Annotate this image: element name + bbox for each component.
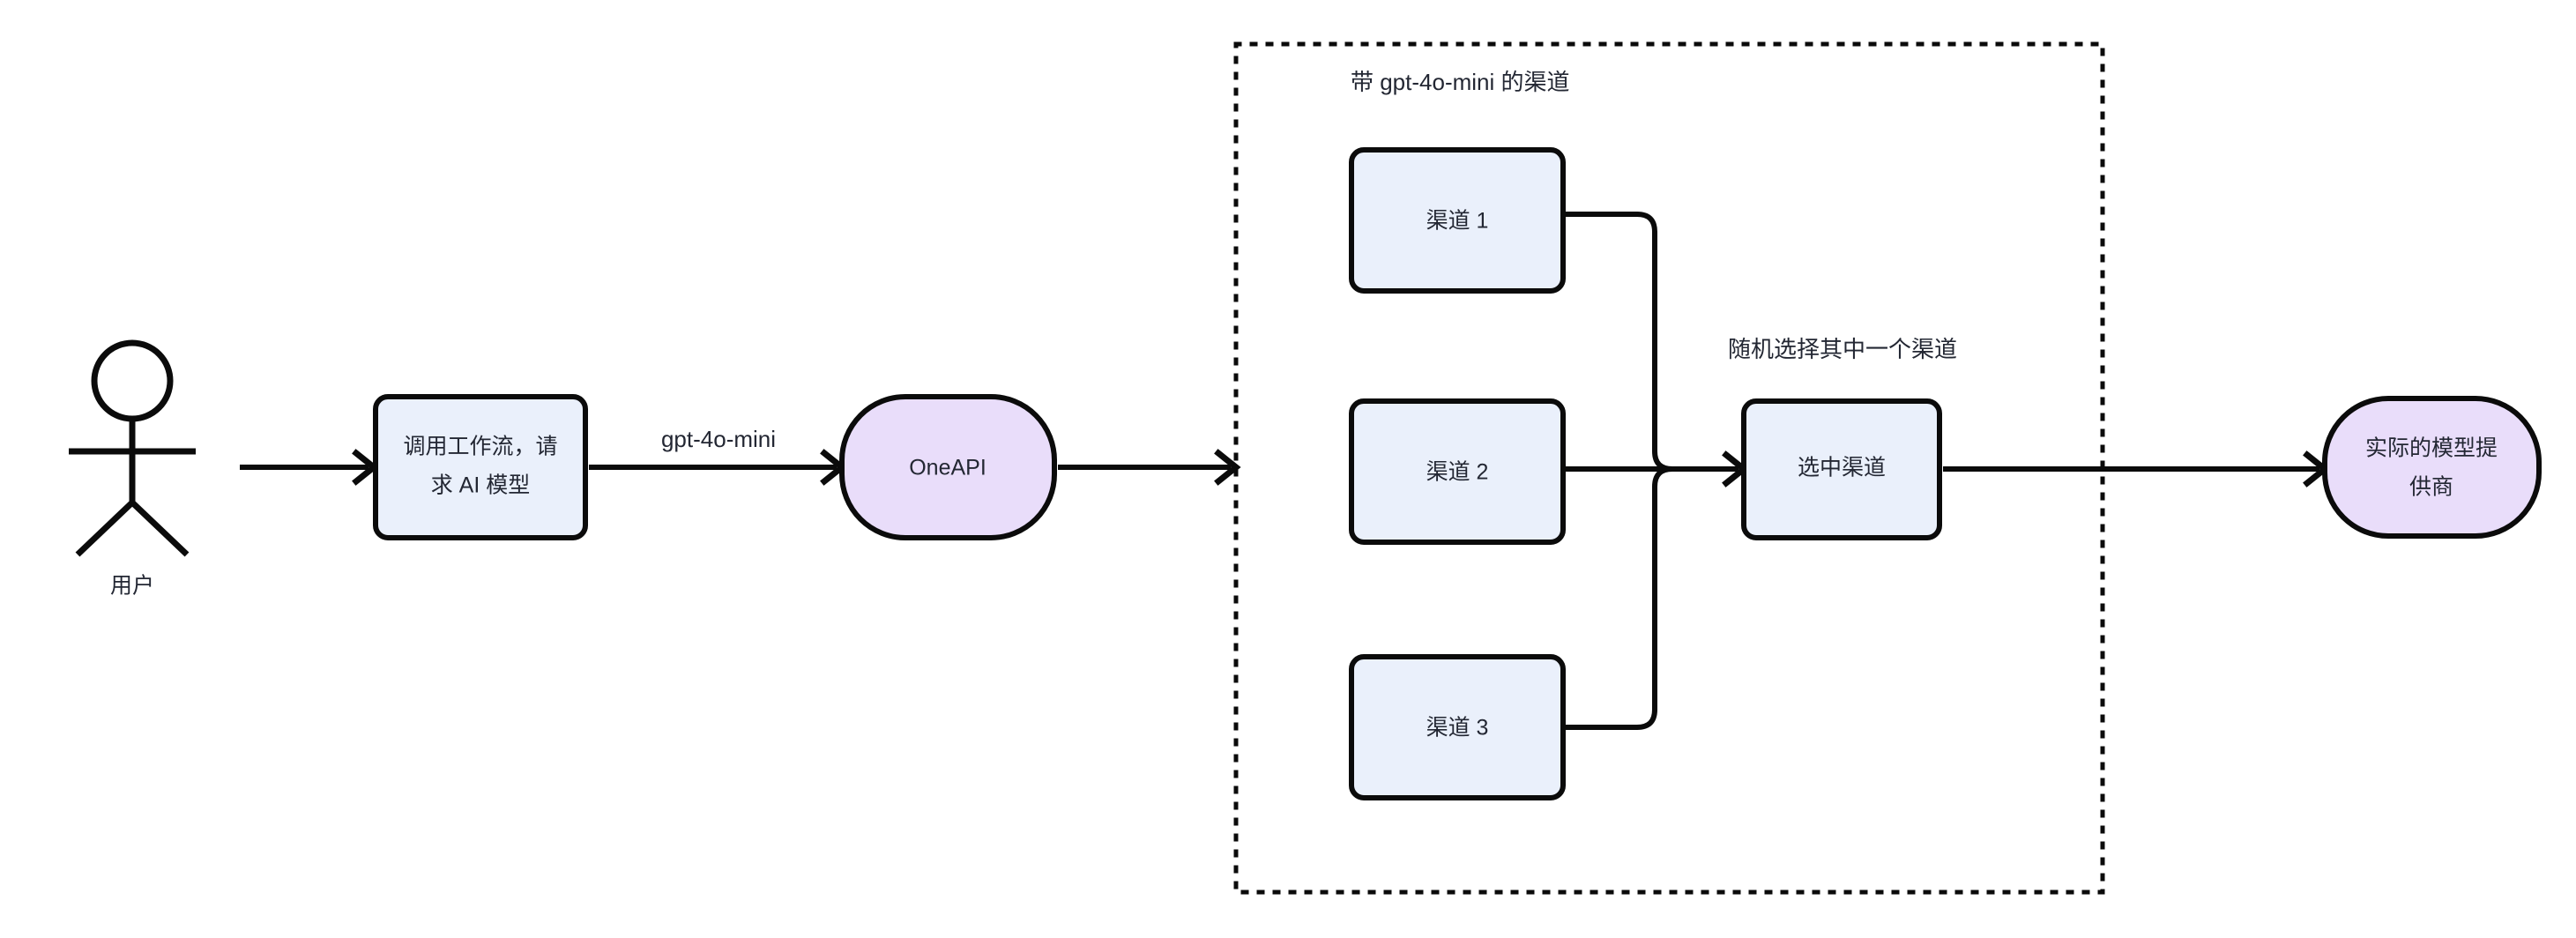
node-channel-3-label: 渠道 3 — [1426, 716, 1489, 741]
actor-label: 用户 — [110, 574, 154, 599]
edge-channel-1-to-selected-path — [1566, 212, 1738, 472]
node-selected-channel-box[interactable] — [1741, 398, 1942, 540]
actor-left-leg-icon — [75, 500, 135, 557]
node-model-provider-label-line2: 供商 — [2409, 475, 2453, 500]
node-workflow-label-line2: 求 AI 模型 — [431, 473, 531, 498]
node-channel-3[interactable]: 渠道 3 — [1349, 654, 1566, 800]
node-channel-3-box[interactable] — [1349, 654, 1566, 800]
node-model-provider[interactable]: 实际的模型提 供商 — [2322, 396, 2542, 539]
edge-label-random-pick: 随机选择其中一个渠道 — [1728, 336, 1957, 362]
node-model-provider-label-line1: 实际的模型提 — [2365, 436, 2498, 461]
edge-oneapi-to-cluster-arrowhead — [1214, 449, 1241, 486]
node-selected-channel[interactable]: 选中渠道 — [1741, 398, 1942, 540]
node-channel-2-label: 渠道 2 — [1426, 460, 1489, 485]
node-selected-channel-label: 选中渠道 — [1798, 456, 1886, 480]
node-channel-2-box[interactable] — [1349, 398, 1566, 545]
node-channel-1-box[interactable] — [1349, 147, 1566, 294]
actor-head-icon — [91, 339, 174, 422]
edge-oneapi-to-cluster — [1058, 449, 1241, 486]
node-workflow[interactable]: 调用工作流，请 求 AI 模型 — [373, 394, 588, 540]
edge-selected-to-provider — [1943, 450, 2330, 488]
node-workflow-label-line1: 调用工作流，请 — [403, 435, 557, 459]
edge-channel-1-to-selected — [1566, 212, 1738, 472]
node-model-provider-shape[interactable] — [2322, 396, 2542, 539]
edge-workflow-to-oneapi: gpt-4o-mini — [589, 426, 847, 486]
actor-right-leg-icon — [130, 500, 190, 557]
node-workflow-box[interactable] — [373, 394, 588, 540]
user-actor[interactable]: 用户 — [69, 339, 196, 599]
edge-channel-3-to-selected — [1566, 466, 1738, 730]
node-channel-1[interactable]: 渠道 1 — [1349, 147, 1566, 294]
edge-label-model-name: gpt-4o-mini — [661, 426, 776, 452]
edge-channel-3-to-selected-path — [1566, 466, 1738, 730]
node-channel-1-label: 渠道 1 — [1426, 209, 1489, 234]
edge-channel-2-to-selected: 随机选择其中一个渠道 — [1566, 336, 1957, 488]
node-oneapi-label: OneAPI — [909, 456, 986, 480]
edge-user-to-workflow — [240, 449, 379, 486]
node-oneapi[interactable]: OneAPI — [839, 394, 1057, 540]
cluster-label: 带 gpt-4o-mini 的渠道 — [1351, 69, 1570, 95]
node-channel-2[interactable]: 渠道 2 — [1349, 398, 1566, 545]
node-oneapi-shape[interactable] — [839, 394, 1057, 540]
